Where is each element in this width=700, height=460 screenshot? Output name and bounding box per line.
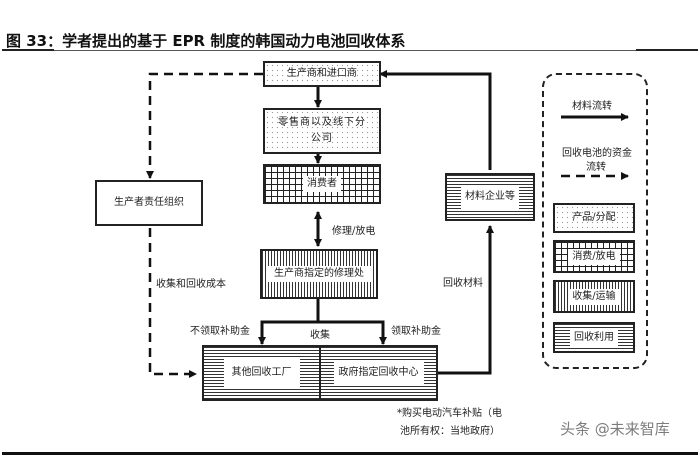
arrow-material-to-manufacturer (379, 70, 492, 170)
legend-consume-discharge-label: 消费/放电 (568, 248, 620, 265)
legend-consume-discharge: 消费/放电 (553, 240, 635, 273)
footnote-line-2: 池所有权：当地政府） (400, 426, 500, 437)
footnote-line-1: *购买电动汽车补贴（电 (397, 408, 502, 419)
legend-recycle-use-label: 回收利用 (570, 329, 618, 346)
figure-title: 图 33：学者提出的基于 EPR 制度的韩国动力电池回收体系 (6, 32, 406, 50)
node-repair-shop: 生产商指定的修理处 (260, 249, 378, 299)
node-epr-org-label: 生产者责任组织 (114, 197, 184, 208)
node-epr-org: 生产者责任组织 (95, 180, 203, 226)
label-recycled-material: 回收材料 (443, 278, 483, 289)
dashed-epr-to-other-plant (148, 228, 197, 378)
node-repair-shop-label: 生产商指定的修理处 (267, 266, 371, 282)
legend-recycle-use: 回收利用 (553, 322, 635, 353)
dashed-manufacturer-to-epr (146, 72, 263, 179)
label-collect-recycle-cost: 收集和回收成本 (156, 279, 226, 290)
node-consumer: 消费者 (263, 164, 381, 204)
arrow-gov-to-material (438, 225, 494, 375)
label-no-subsidy: 不领取补助金 (190, 326, 250, 337)
top-rule-accent-right (636, 49, 698, 51)
legend-collect-transport-label: 收集/运输 (568, 288, 620, 305)
watermark: 头条 @未来智库 (560, 420, 670, 438)
node-gov-center-label: 政府指定回收中心 (333, 361, 424, 385)
node-gov-center: 政府指定回收中心 (319, 345, 438, 401)
legend-material-flow-label: 材料流转 (572, 101, 612, 112)
node-manufacturer-label: 生产商和进口商 (287, 68, 357, 79)
arrow-to-other-plant (258, 320, 318, 345)
legend-fund-flow-label-2: 流转 (586, 162, 606, 173)
legend-fund-flow-label-1: 回收电池的资金 (562, 148, 632, 159)
legend (542, 73, 648, 369)
legend-collect-transport: 收集/运输 (553, 280, 635, 313)
legend-product-distribution: 产品/分配 (553, 203, 635, 233)
node-material-co: 材料企业等 (445, 173, 535, 221)
top-rule (2, 50, 698, 51)
label-subsidy: 领取补助金 (391, 326, 441, 337)
label-collect: 收集 (310, 330, 330, 341)
top-rule-accent-left (2, 49, 54, 51)
label-repair-discharge: 修理/放电 (332, 226, 376, 237)
node-retailer: 零售商以及线下分公司 (263, 108, 381, 154)
node-retailer-label: 零售商以及线下分公司 (278, 117, 366, 144)
arrow-to-gov-center (318, 320, 387, 345)
node-material-co-label: 材料企业等 (461, 185, 519, 209)
node-other-plant-label: 其他回收工厂 (223, 357, 300, 389)
node-other-plant: 其他回收工厂 (202, 345, 321, 401)
legend-product-distribution-label: 产品/分配 (572, 212, 616, 223)
node-manufacturer: 生产商和进口商 (263, 61, 381, 87)
bottom-rule (2, 452, 698, 455)
node-consumer-label: 消费者 (303, 176, 341, 192)
